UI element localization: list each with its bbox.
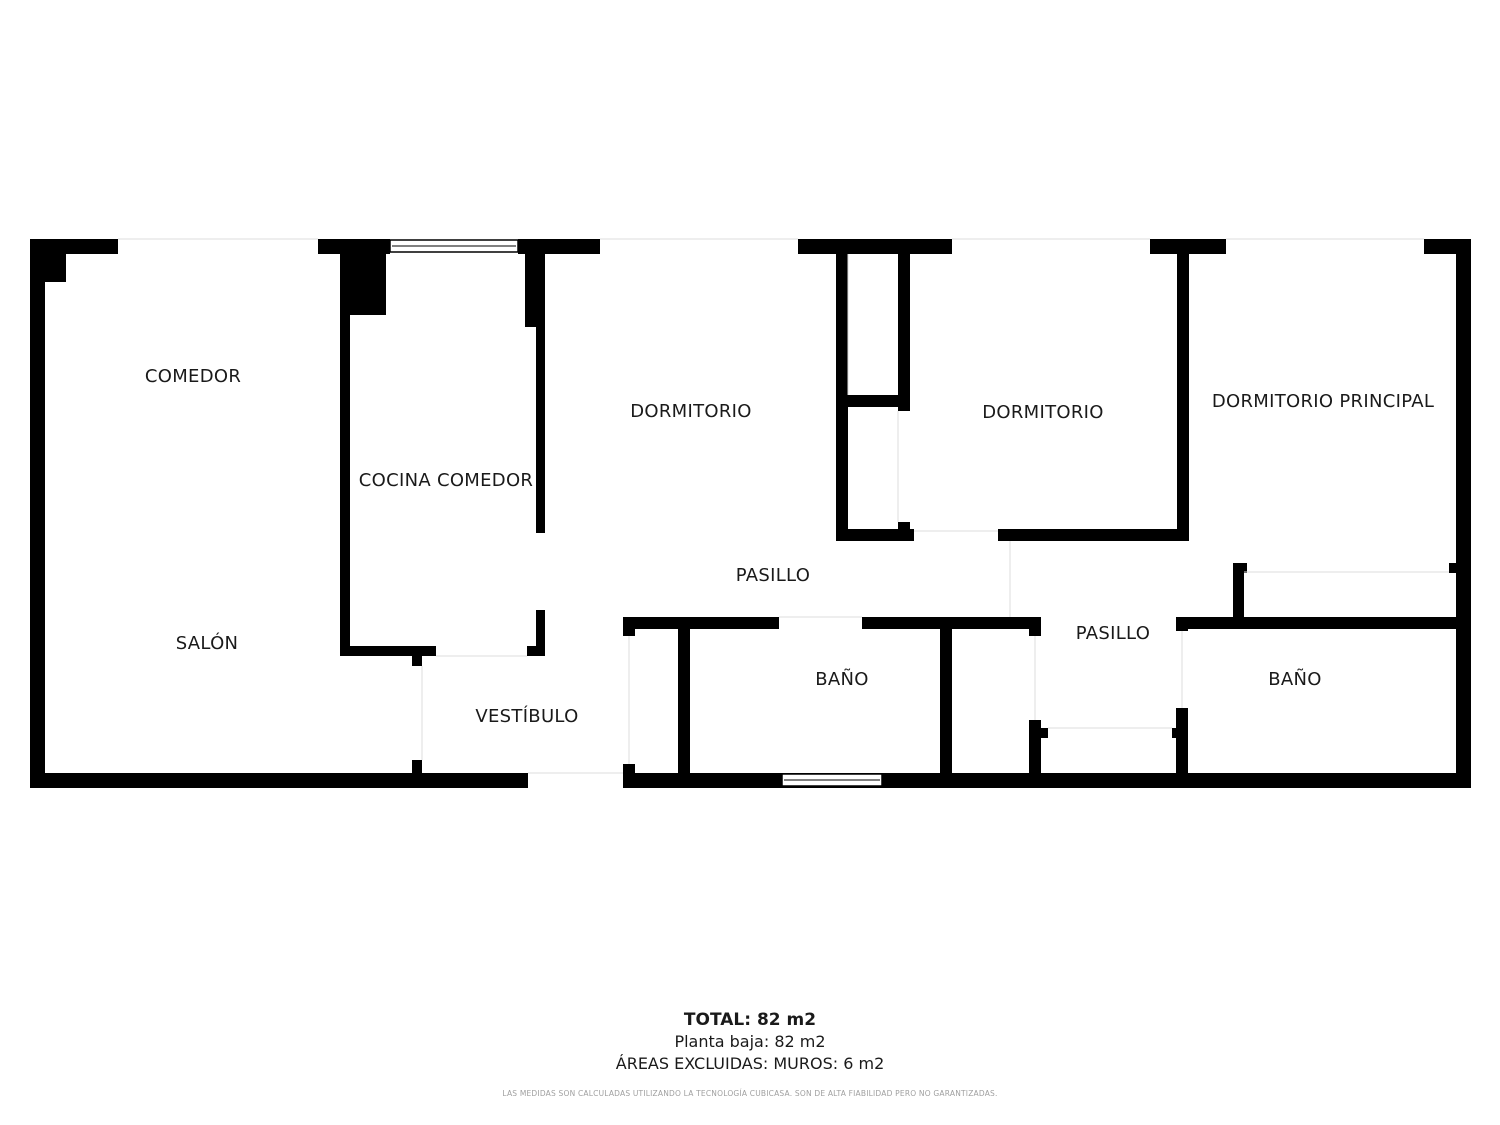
openings (118, 238, 1449, 774)
vestibule-wall-right-bottom (623, 764, 635, 788)
label-bano-1: BAÑO (815, 668, 869, 690)
label-pasillo-1: PASILLO (736, 565, 810, 586)
closet-wall (898, 239, 910, 411)
total-area: TOTAL: 82 m2 (683, 1010, 817, 1030)
label-dormitorio-1: DORMITORIO (630, 401, 752, 422)
label-dormitorio-principal: DORMITORIO PRINCIPAL (1212, 391, 1434, 412)
label-pasillo-2: PASILLO (1076, 623, 1150, 644)
walls (30, 239, 1471, 788)
wall-bottom-1 (30, 773, 528, 788)
bath-row-wall-3 (1176, 617, 1471, 629)
label-dormitorio-2: DORMITORIO (982, 402, 1104, 423)
windows (389, 239, 883, 787)
vestibule-post-bottom (412, 760, 422, 788)
kitchen-wall-left (340, 239, 350, 656)
vestibule-wall-right-top (623, 617, 635, 636)
kitchen-wall-bottom (340, 646, 436, 656)
label-comedor: COMEDOR (145, 366, 241, 387)
wall-left (30, 239, 45, 788)
bath1-wall-right (940, 617, 952, 788)
excluded-area: ÁREAS EXCLUIDAS: MUROS: 6 m2 (615, 1054, 885, 1073)
closet-post (898, 522, 910, 541)
hall-closet-wall-left (1029, 617, 1041, 636)
wall-top-4 (798, 239, 952, 254)
bath2-wall-left (1176, 708, 1188, 788)
floor-area: Planta baja: 82 m2 (674, 1032, 826, 1051)
master-closet-wall (1233, 563, 1244, 628)
label-salon: SALÓN (176, 632, 239, 654)
dorm2-wall-bottom (998, 529, 1188, 541)
hall-closet-post-left (1029, 728, 1048, 738)
kitchen-wall-right (536, 239, 545, 533)
label-cocina-comedor: COCINA COMEDOR (359, 470, 534, 491)
bath-row-wall-1 (623, 617, 779, 629)
closet-shelf (836, 395, 910, 407)
bath1-wall-left (678, 617, 690, 788)
label-vestibulo: VESTÍBULO (475, 705, 578, 727)
wall-bottom-2 (623, 773, 1471, 788)
dorm1-wall-bottom (836, 529, 914, 541)
label-bano-2: BAÑO (1268, 668, 1322, 690)
bath2-wall-left-top (1176, 617, 1188, 631)
vestibule-post-top (412, 646, 422, 666)
wall-right (1456, 239, 1471, 788)
room-labels: COMEDOR SALÓN COCINA COMEDOR DORMITORIO … (145, 366, 1434, 727)
master-closet-post-right (1449, 563, 1471, 573)
dorm1-wall-right (836, 239, 848, 534)
kitchen-wall-right-low (536, 610, 545, 656)
disclaimer-note: LAS MEDIDAS SON CALCULADAS UTILIZANDO LA… (502, 1089, 998, 1098)
dorm2-wall-right (1177, 239, 1189, 541)
master-closet-post (1233, 563, 1247, 573)
